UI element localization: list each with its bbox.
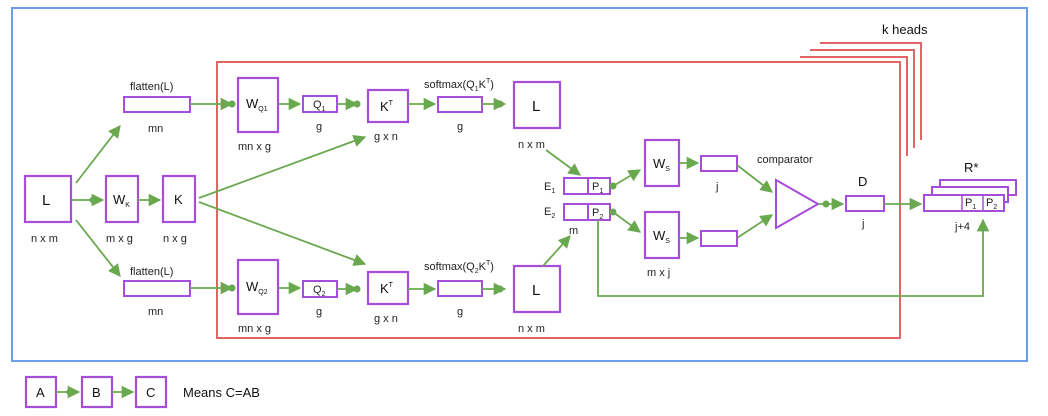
ws-bottom-label: WS bbox=[653, 228, 670, 245]
q2-dim: g bbox=[316, 306, 322, 318]
arrow-l-to-flatten-bottom bbox=[75, 219, 121, 277]
ws-top-box bbox=[643, 138, 681, 188]
ws-top-label: WS bbox=[653, 156, 670, 173]
kt-top-box bbox=[366, 88, 410, 124]
flatten-bottom-label: flatten(L) bbox=[130, 266, 173, 278]
arrow-k-to-kt-top bbox=[198, 134, 367, 199]
kt-bottom-box bbox=[366, 270, 410, 306]
outer-frame bbox=[11, 7, 1028, 362]
r-star-label: R* bbox=[964, 160, 978, 175]
legend-dot-ab bbox=[66, 388, 74, 396]
l-top-dim: n x m bbox=[518, 139, 545, 151]
p2-label: P2 bbox=[592, 207, 603, 221]
l-top-box bbox=[512, 80, 562, 130]
arrow-e2-ws bbox=[612, 211, 642, 233]
k-heads-stack bbox=[800, 42, 922, 156]
flatten-top-dim: mn bbox=[148, 123, 163, 135]
legend-a-box bbox=[24, 375, 58, 409]
k-heads-label: k heads bbox=[882, 22, 928, 37]
softmax-top-label: softmax(Q1KT) bbox=[424, 78, 494, 93]
legend-caption: Means C=AB bbox=[183, 385, 260, 400]
flatten-top-box bbox=[123, 96, 191, 113]
wq2-label: WQ2 bbox=[246, 279, 268, 296]
arrow-l-to-flatten-top bbox=[75, 125, 121, 184]
kt-top-label: KT bbox=[380, 99, 394, 114]
kt-bottom-label: KT bbox=[380, 281, 394, 296]
kt-top-dim: g x n bbox=[374, 131, 398, 143]
softmax-top-box bbox=[437, 96, 483, 113]
attention-head-frame bbox=[216, 61, 901, 339]
softmax-bottom-dim: g bbox=[457, 306, 463, 318]
j-top-dim: j bbox=[715, 181, 718, 193]
legend-a-label: A bbox=[36, 385, 45, 400]
dot-flatten-bottom-wq2 bbox=[228, 284, 236, 292]
legend-c-label: C bbox=[146, 385, 155, 400]
j-top-box bbox=[700, 155, 738, 172]
r-p2-label: P2 bbox=[986, 197, 997, 211]
d-label: D bbox=[858, 174, 867, 189]
dot-flatten-top-wq1 bbox=[228, 100, 236, 108]
m-label: m bbox=[569, 225, 578, 237]
e1-label: E1 bbox=[544, 181, 555, 195]
dot-softmax-bottom-l bbox=[496, 285, 504, 293]
q1-dim: g bbox=[316, 121, 322, 133]
r-box bbox=[923, 194, 1005, 212]
dot-q2-kt bbox=[353, 285, 361, 293]
j-bottom-box bbox=[700, 230, 738, 247]
e2-label: E2 bbox=[544, 206, 555, 220]
input-l-dim: n x m bbox=[31, 233, 58, 245]
wq2-box bbox=[236, 258, 280, 316]
wk-dim: m x g bbox=[106, 233, 133, 245]
kt-bottom-dim: g x n bbox=[374, 313, 398, 325]
dot-comparator-d bbox=[822, 200, 830, 208]
e2-box bbox=[563, 203, 589, 221]
q1-label: Q1 bbox=[313, 99, 326, 113]
k-box bbox=[161, 174, 197, 224]
flatten-bottom-dim: mn bbox=[148, 306, 163, 318]
input-l-label: L bbox=[42, 192, 50, 209]
k-dim: n x g bbox=[163, 233, 187, 245]
softmax-bottom-box bbox=[437, 280, 483, 297]
k-label: K bbox=[174, 192, 183, 207]
arrow-p-to-r bbox=[597, 218, 990, 297]
softmax-top-dim: g bbox=[457, 121, 463, 133]
wk-label: WK bbox=[113, 192, 130, 209]
wq1-box bbox=[236, 76, 280, 134]
comparator-triangle bbox=[775, 178, 821, 230]
softmax-bottom-label: softmax(Q2KT) bbox=[424, 260, 494, 275]
legend-b-label: B bbox=[92, 385, 101, 400]
q2-label: Q2 bbox=[313, 284, 326, 298]
wq1-dim: mn x g bbox=[238, 141, 271, 153]
d-box bbox=[845, 195, 885, 212]
e1-box bbox=[563, 177, 589, 195]
arrow-e1-ws bbox=[612, 169, 642, 187]
comparator-label: comparator bbox=[757, 154, 813, 166]
wk-box bbox=[104, 174, 140, 224]
legend-c-box bbox=[134, 375, 168, 409]
l-top-label: L bbox=[532, 98, 540, 115]
arrow-j-bottom-comparator bbox=[736, 214, 774, 239]
ws-bottom-box bbox=[643, 210, 681, 260]
l-bottom-box bbox=[512, 264, 562, 314]
flatten-bottom-box bbox=[123, 280, 191, 297]
l-bottom-label: L bbox=[532, 282, 540, 299]
wq1-label: WQ1 bbox=[246, 96, 268, 113]
p1-label: P1 bbox=[592, 181, 603, 195]
dot-q1-kt bbox=[353, 100, 361, 108]
ws-bottom-dim: m x j bbox=[647, 267, 670, 279]
l-bottom-dim: n x m bbox=[518, 323, 545, 335]
d-dim: j bbox=[861, 218, 864, 230]
dot-softmax-top-l bbox=[496, 100, 504, 108]
wq2-dim: mn x g bbox=[238, 323, 271, 335]
r-p1-label: P1 bbox=[965, 197, 976, 211]
input-l-box bbox=[23, 174, 73, 224]
arrow-k-to-kt-bottom bbox=[198, 201, 367, 266]
arrow-l-bottom-e2 bbox=[542, 235, 571, 267]
r-dim: j+4 bbox=[954, 221, 970, 233]
arrow-j-top-comparator bbox=[736, 164, 773, 193]
arrow-l-top-e1 bbox=[545, 149, 582, 176]
flatten-top-label: flatten(L) bbox=[130, 81, 173, 93]
